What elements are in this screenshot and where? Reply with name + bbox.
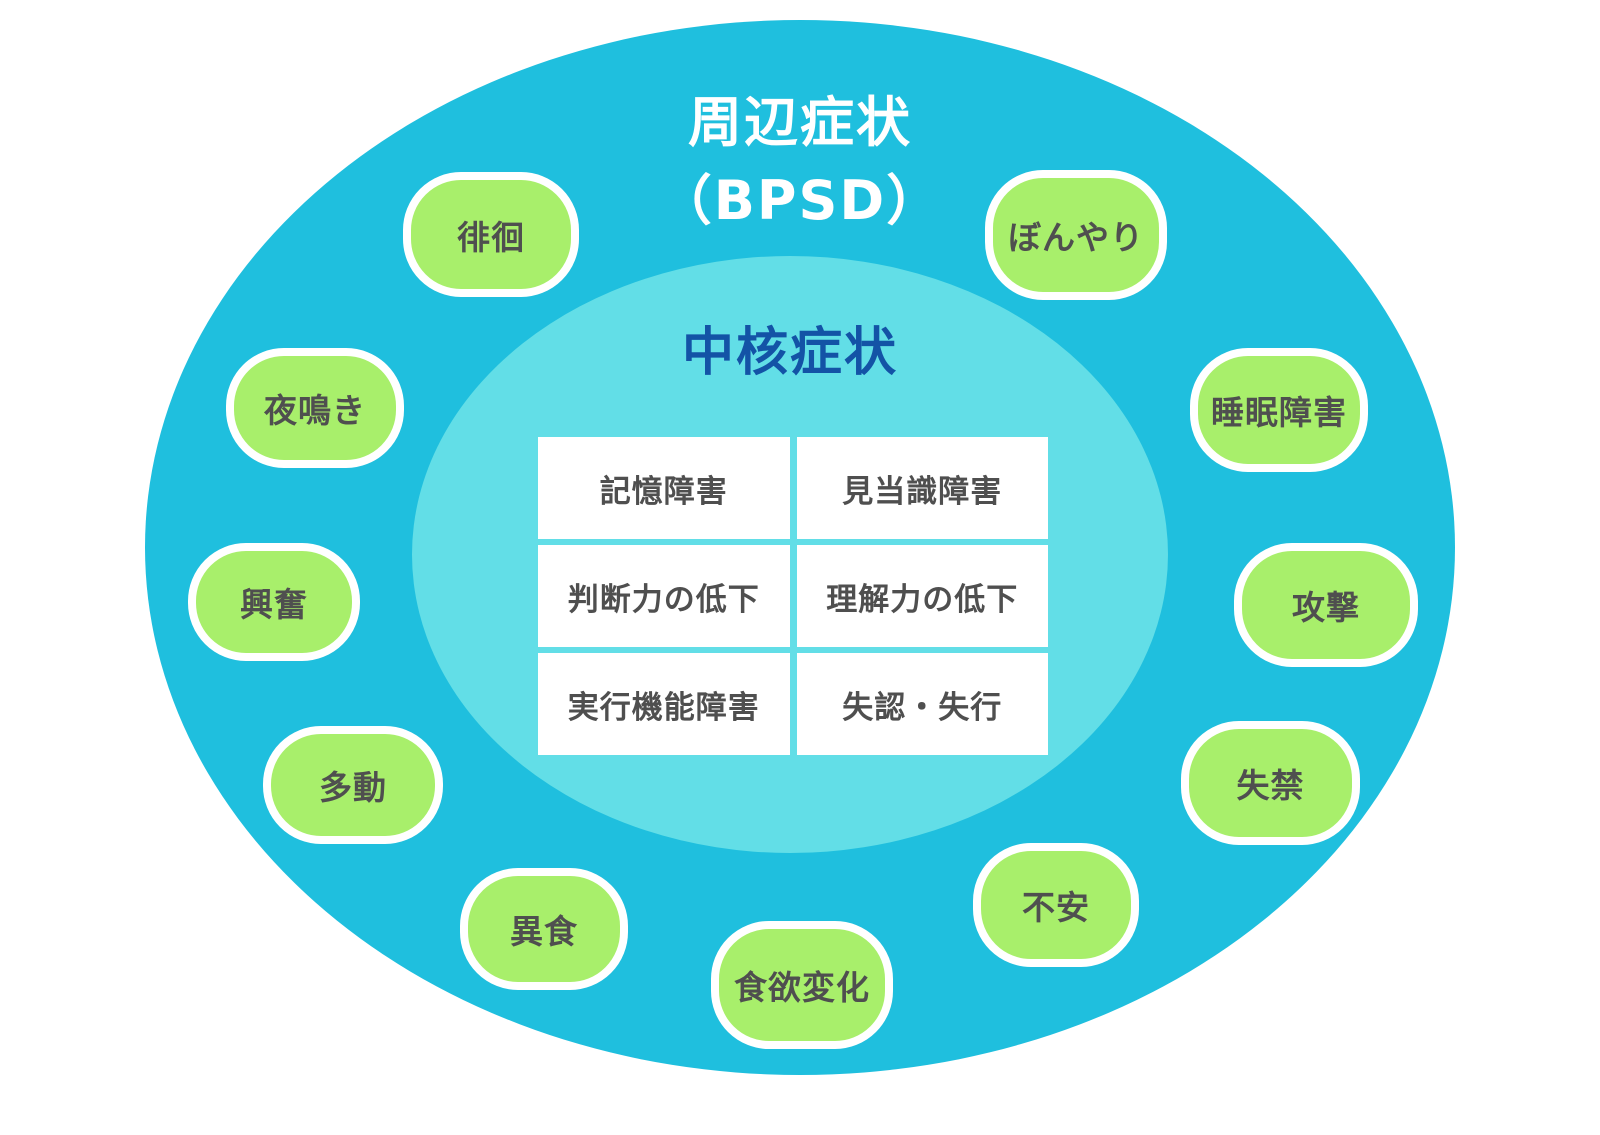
pill-bonyari: ぼんやり <box>985 170 1167 300</box>
peripheral-symptoms-title: 周辺症状 （BPSD） <box>0 84 1600 241</box>
box-rikairyoku-teika: 理解力の低下 <box>796 545 1048 647</box>
core-symptoms-title: 中核症状 <box>681 323 898 383</box>
pill-kogeki: 攻撃 <box>1234 543 1418 667</box>
pill-shikkin: 失禁 <box>1181 721 1360 845</box>
pill-fuan: 不安 <box>973 843 1139 967</box>
peripheral-symptoms-title-line2: （BPSD） <box>657 169 943 233</box>
box-shitsunin-shikko: 失認・失行 <box>796 653 1048 755</box>
box-jikkokino-shogai: 実行機能障害 <box>538 653 790 755</box>
pill-tado: 多動 <box>263 726 443 844</box>
pill-haikai: 徘徊 <box>403 172 579 297</box>
box-kioku-shogai: 記憶障害 <box>538 437 790 539</box>
core-symptoms-grid: 記憶障害 見当識障害 判断力の低下 理解力の低下 実行機能障害 失認・失行 <box>538 437 1048 755</box>
box-handanryoku-teika: 判断力の低下 <box>538 545 790 647</box>
box-kentoshiki-shogai: 見当識障害 <box>796 437 1048 539</box>
pill-suimin-shogai: 睡眠障害 <box>1190 348 1368 472</box>
pill-yonaki: 夜鳴き <box>226 348 404 468</box>
pill-ishoku: 異食 <box>460 868 628 990</box>
peripheral-symptoms-title-line1: 周辺症状 <box>688 91 912 154</box>
pill-shokuyoku-henka: 食欲変化 <box>711 921 893 1049</box>
pill-kofun: 興奮 <box>188 543 360 661</box>
